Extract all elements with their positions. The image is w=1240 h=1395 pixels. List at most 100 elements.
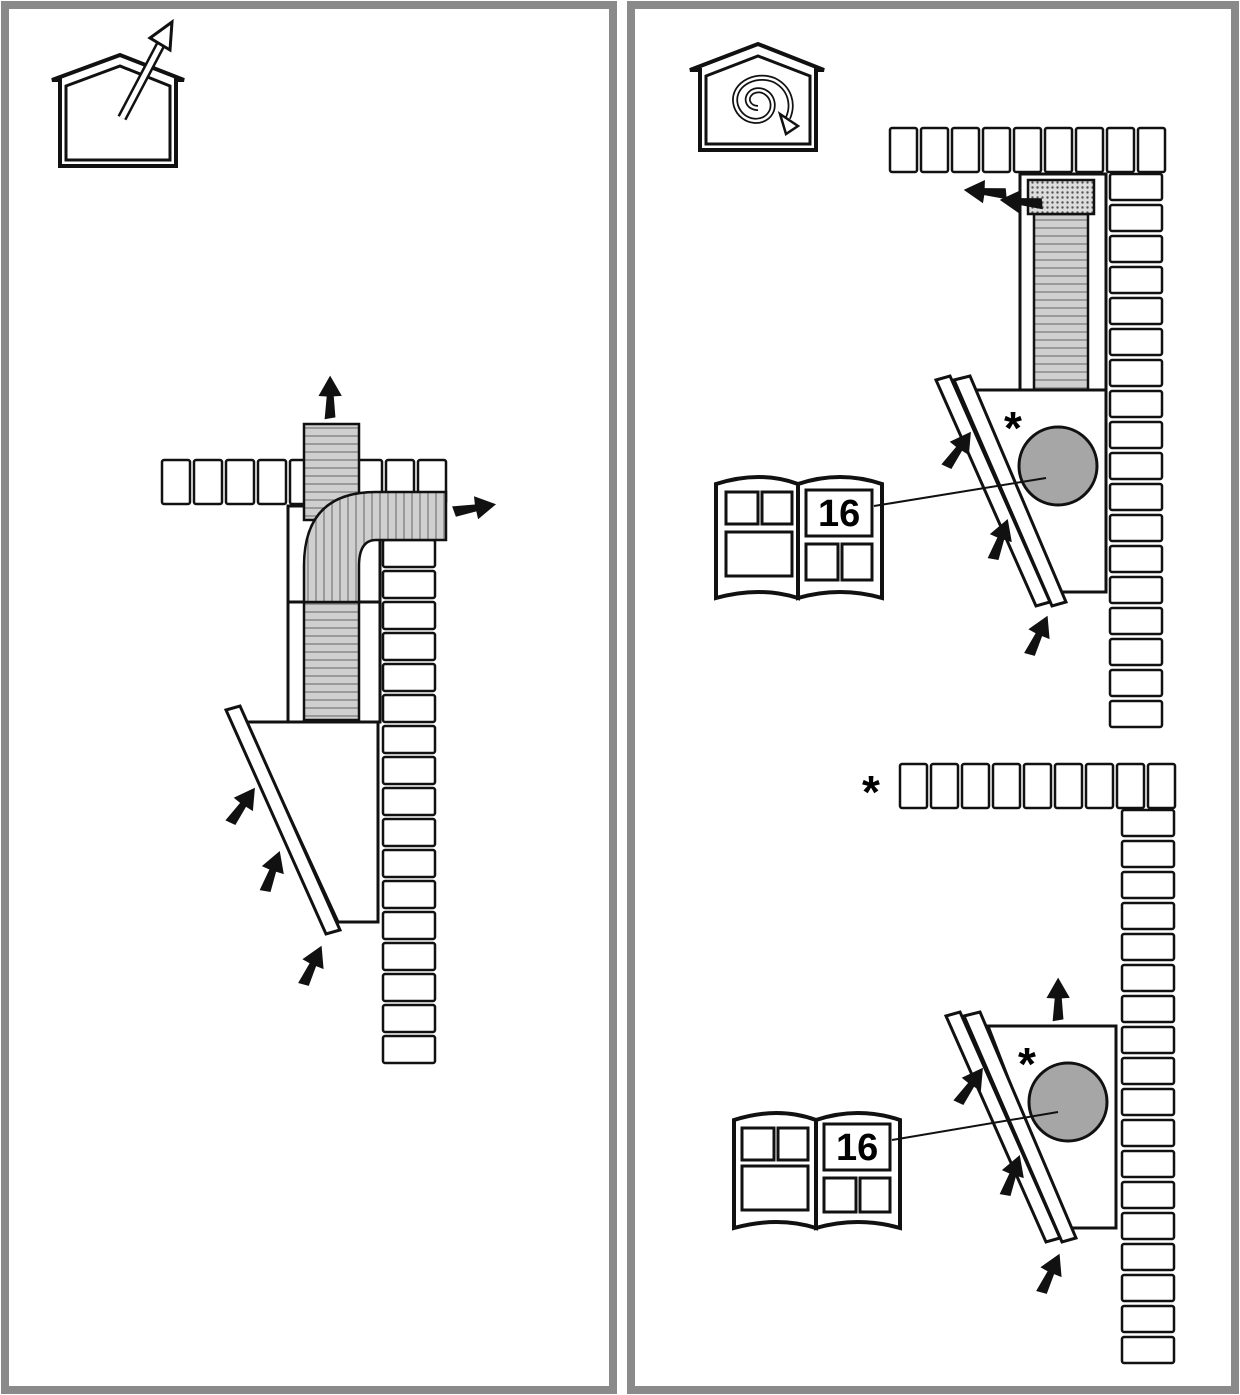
brick <box>256 458 288 506</box>
brick <box>1120 1304 1176 1334</box>
brick <box>1108 172 1164 202</box>
brick <box>381 600 437 631</box>
brick <box>1108 544 1164 574</box>
brick <box>1108 389 1164 419</box>
brick <box>1108 451 1164 481</box>
angled-glass-panel <box>951 374 1069 608</box>
brick <box>381 693 437 724</box>
callout-leader-line <box>891 1111 1059 1141</box>
brick <box>950 126 981 174</box>
brick <box>381 631 437 662</box>
callout-leader-line <box>873 477 1047 507</box>
brick <box>1108 265 1164 295</box>
brick <box>919 126 950 174</box>
brick <box>1120 1273 1176 1303</box>
brick <box>1120 1056 1176 1086</box>
left-wall-bricks <box>381 538 437 1065</box>
charcoal-filter-icon <box>1027 1061 1109 1143</box>
right-top-chimney <box>1018 172 1108 394</box>
brick <box>1120 1180 1176 1210</box>
filter-marker: * <box>1004 402 1022 454</box>
brick <box>381 662 437 693</box>
vent-grille-icon <box>1026 178 1096 216</box>
brick <box>1120 901 1176 931</box>
right-top-ceiling-bricks <box>888 126 1167 174</box>
brick <box>1120 1211 1176 1241</box>
brick <box>1108 606 1164 636</box>
brick <box>381 848 437 879</box>
charcoal-filter-icon <box>1017 425 1099 507</box>
brick <box>1108 637 1164 667</box>
page-reference-number: 16 <box>836 1127 878 1169</box>
brick <box>1120 994 1176 1024</box>
brick <box>1108 420 1164 450</box>
brick <box>898 762 929 810</box>
brick <box>1108 668 1164 698</box>
brick <box>1053 762 1084 810</box>
brick <box>1084 762 1115 810</box>
right-bottom-ceiling-bricks <box>898 762 1177 810</box>
brick <box>960 762 991 810</box>
brick <box>1120 1025 1176 1055</box>
brick <box>381 972 437 1003</box>
manual-book-icon <box>732 1111 902 1231</box>
brick <box>1136 126 1167 174</box>
brick <box>1120 870 1176 900</box>
brick <box>1120 1087 1176 1117</box>
brick <box>381 755 437 786</box>
brick <box>1120 1149 1176 1179</box>
brick <box>1108 699 1164 729</box>
brick <box>192 458 224 506</box>
right-bottom-manual: 16 <box>732 1111 1059 1231</box>
brick <box>1120 808 1176 838</box>
brick <box>991 762 1022 810</box>
ceiling-marker: * <box>862 766 880 818</box>
brick <box>1012 126 1043 174</box>
brick <box>1120 1118 1176 1148</box>
brick <box>1108 296 1164 326</box>
brick <box>888 126 919 174</box>
ducted-extraction-house-icon <box>51 18 185 168</box>
brick <box>1120 839 1176 869</box>
brick <box>1115 762 1146 810</box>
brick <box>381 910 437 941</box>
brick <box>381 569 437 600</box>
brick <box>224 458 256 506</box>
duct-elbow <box>302 490 448 604</box>
page-reference-number: 16 <box>818 493 860 535</box>
brick <box>1120 963 1176 993</box>
brick <box>381 724 437 755</box>
brick <box>381 817 437 848</box>
right-bottom-hood: * <box>943 1010 1118 1244</box>
brick <box>381 879 437 910</box>
brick <box>981 126 1012 174</box>
brick <box>1120 1335 1176 1365</box>
brick <box>1108 575 1164 605</box>
left-hood <box>223 704 380 936</box>
brick <box>1120 932 1176 962</box>
brick <box>381 786 437 817</box>
brick <box>1108 327 1164 357</box>
brick <box>1108 482 1164 512</box>
right-bottom-wall-bricks <box>1120 808 1176 1365</box>
brick <box>1146 762 1177 810</box>
right-top-wall-bricks <box>1108 172 1164 729</box>
angled-glass-panel <box>223 704 343 936</box>
brick <box>381 538 437 569</box>
manual-book-icon <box>714 475 884 601</box>
brick <box>1108 234 1164 264</box>
brick <box>1108 203 1164 233</box>
angled-glass-panel <box>961 1010 1079 1244</box>
right-top-manual: 16 <box>714 475 1047 601</box>
right-top-hood: * <box>933 374 1108 608</box>
brick <box>381 1034 437 1065</box>
brick <box>1022 762 1053 810</box>
brick <box>381 1003 437 1034</box>
brick <box>1074 126 1105 174</box>
brick <box>1108 513 1164 543</box>
brick <box>1105 126 1136 174</box>
brick <box>1043 126 1074 174</box>
brick <box>1108 358 1164 388</box>
filter-marker: * <box>1018 1038 1036 1090</box>
